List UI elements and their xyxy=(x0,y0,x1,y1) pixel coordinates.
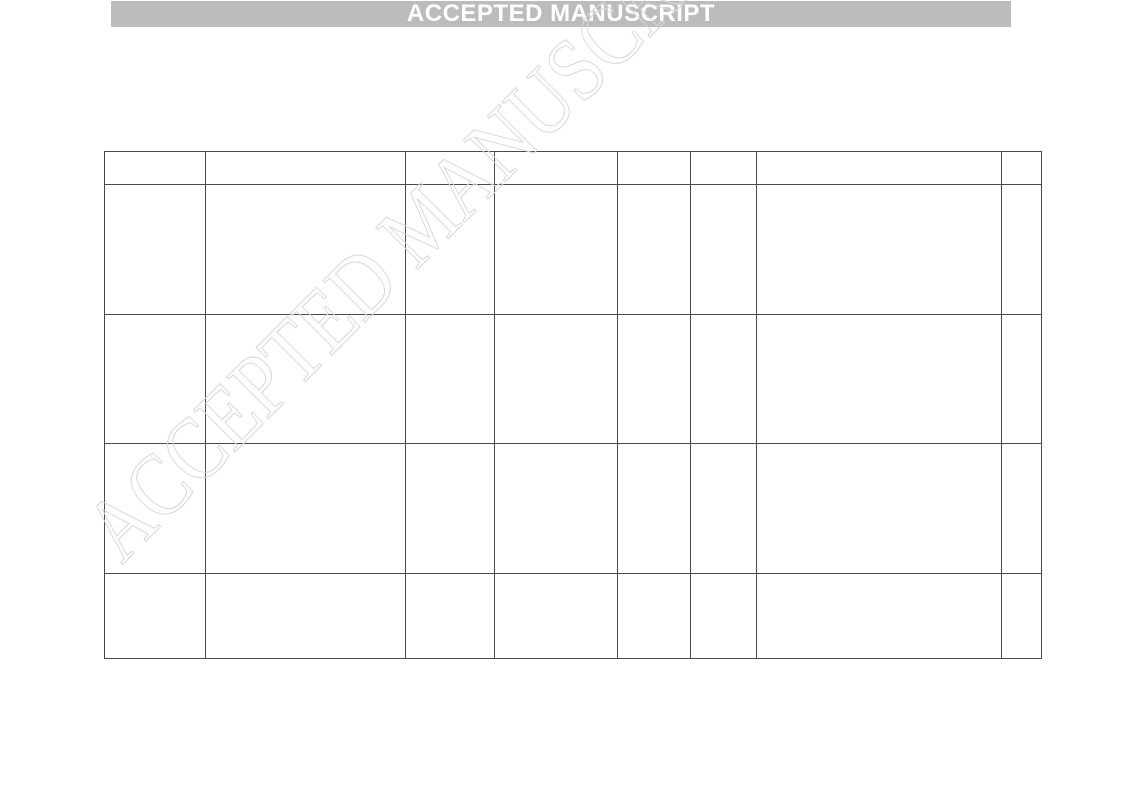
table-cell xyxy=(1001,150,1042,186)
table-cell xyxy=(1001,443,1042,574)
table-cell xyxy=(690,572,757,660)
table-cell xyxy=(1001,572,1042,660)
table-cell xyxy=(690,313,757,445)
table-cell xyxy=(405,150,495,186)
table-cell xyxy=(205,150,406,186)
table-cell xyxy=(690,443,757,574)
table-header-row xyxy=(104,150,1042,186)
table-cell xyxy=(617,572,691,660)
table-cell xyxy=(405,443,495,574)
table-cell xyxy=(205,184,406,315)
table-cell xyxy=(205,313,406,445)
table-cell xyxy=(405,313,495,445)
table-row xyxy=(104,443,1042,574)
table-cell xyxy=(205,443,406,574)
table-cell xyxy=(405,184,495,315)
table-cell xyxy=(104,184,206,315)
table-cell xyxy=(690,150,757,186)
accepted-manuscript-banner: ACCEPTED MANUSCRIPT xyxy=(111,1,1011,27)
table-cell xyxy=(104,313,206,445)
table-cell xyxy=(690,184,757,315)
banner-text: ACCEPTED MANUSCRIPT xyxy=(406,0,716,27)
table-cell xyxy=(1001,313,1042,445)
table-row xyxy=(104,184,1042,315)
table-row xyxy=(104,572,1042,660)
table-cell xyxy=(104,443,206,574)
empty-table xyxy=(104,150,1042,660)
table-cell xyxy=(756,572,1002,660)
table-cell xyxy=(205,572,406,660)
table-cell xyxy=(494,150,618,186)
table-cell xyxy=(405,572,495,660)
table-cell xyxy=(1001,184,1042,315)
table-cell xyxy=(617,150,691,186)
table-cell xyxy=(494,313,618,445)
table-cell xyxy=(756,184,1002,315)
table-cell xyxy=(104,150,206,186)
table-cell xyxy=(617,443,691,574)
table-cell xyxy=(494,572,618,660)
table-cell xyxy=(494,184,618,315)
table-cell xyxy=(494,443,618,574)
table-cell xyxy=(104,572,206,660)
table-cell xyxy=(617,184,691,315)
table-row xyxy=(104,313,1042,445)
table-cell xyxy=(756,150,1002,186)
table-cell xyxy=(756,313,1002,445)
table-cell xyxy=(617,313,691,445)
table-cell xyxy=(756,443,1002,574)
